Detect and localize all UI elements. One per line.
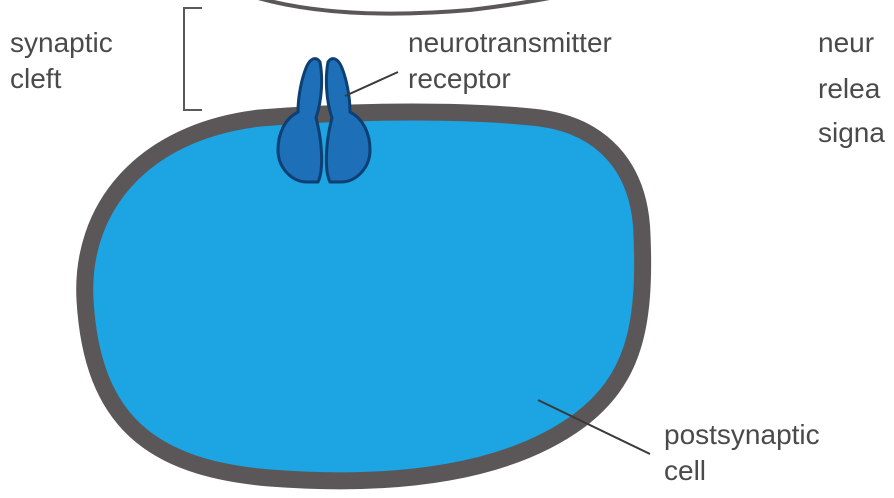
synaptic-cleft-bracket — [184, 8, 202, 110]
synaptic-cleft-label: synaptic cleft — [10, 27, 121, 94]
postsynaptic-cell-label: postsynaptic cell — [664, 419, 827, 486]
right-cut-label: neur relea signa — [818, 27, 888, 148]
presynaptic-membrane-edge — [245, 0, 560, 14]
receptor-leader-line — [345, 72, 398, 96]
receptor-label: neurotransmitter receptor — [408, 27, 620, 94]
